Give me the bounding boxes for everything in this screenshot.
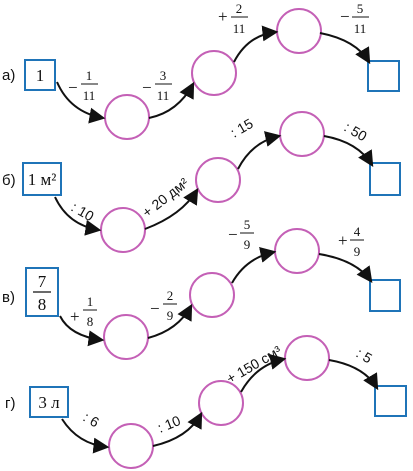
svg-text:+: +	[338, 231, 348, 250]
svg-text:9: 9	[244, 237, 251, 252]
svg-text:8: 8	[38, 295, 47, 314]
operation-label: : 5	[354, 345, 376, 367]
svg-text:−: −	[340, 7, 350, 26]
operation-label: + 150 см³	[224, 342, 285, 386]
answer-circle[interactable]	[191, 50, 237, 96]
row-label: б)	[2, 172, 16, 189]
row-label: а)	[2, 67, 15, 84]
operation-label: + 1 8	[70, 294, 97, 329]
operation-label: − 5 11	[340, 1, 369, 36]
answer-circle[interactable]	[189, 272, 235, 318]
start-value: 1	[36, 66, 45, 85]
arrow	[240, 354, 287, 393]
row-label: в)	[2, 289, 15, 306]
svg-text:11: 11	[354, 21, 367, 36]
operation-label: − 2 9	[150, 288, 177, 323]
arrow	[152, 411, 203, 447]
operation-label: − 5 9	[228, 217, 254, 252]
answer-circle[interactable]	[100, 207, 146, 253]
svg-text:4: 4	[354, 224, 361, 239]
operation-label: + 4 9	[338, 224, 364, 259]
svg-text:+: +	[218, 7, 228, 26]
arrow	[148, 81, 195, 119]
answer-circle[interactable]	[104, 94, 150, 140]
operation-label: + 20 дм²	[139, 174, 192, 220]
start-box	[29, 386, 69, 418]
svg-text:11: 11	[157, 88, 170, 103]
operation-label: + 2 11	[218, 1, 248, 36]
svg-text:−: −	[142, 78, 152, 97]
operation-label: − 1 11	[68, 68, 98, 103]
svg-text:9: 9	[354, 244, 361, 259]
arrow	[61, 418, 110, 454]
arrow	[56, 81, 106, 124]
arrow	[328, 359, 379, 391]
operation-label: : 10	[155, 412, 183, 436]
arrow	[233, 25, 279, 63]
answer-circle[interactable]	[108, 423, 154, 469]
arrow	[237, 131, 282, 170]
answer-box[interactable]	[369, 162, 401, 196]
operation-label: : 50	[342, 119, 370, 145]
row-a: а) 1 − 1 11 − 3 11 +	[2, 1, 400, 140]
arrow	[147, 303, 193, 339]
svg-text:−: −	[150, 299, 160, 318]
answer-box[interactable]	[367, 60, 400, 92]
svg-text:7: 7	[38, 272, 47, 291]
start-box	[24, 59, 56, 91]
start-value: 1 м²	[28, 170, 57, 189]
row-c: в) 7 8 + 1 8 − 2	[2, 217, 401, 360]
answer-circle[interactable]	[274, 228, 320, 274]
answer-circle[interactable]	[198, 380, 244, 426]
svg-text:5: 5	[357, 1, 364, 16]
arrow	[231, 247, 277, 284]
start-value: 7 8	[33, 272, 51, 314]
svg-text:2: 2	[167, 288, 174, 303]
svg-text:−: −	[228, 225, 238, 244]
svg-text:9: 9	[167, 308, 174, 323]
svg-text:11: 11	[233, 21, 246, 36]
start-value: 3 л	[38, 393, 60, 412]
svg-text:+: +	[70, 307, 80, 326]
operation-label: : 6	[81, 409, 103, 431]
svg-text:8: 8	[87, 314, 94, 329]
answer-box[interactable]	[369, 279, 401, 312]
operation-label: : 15	[228, 115, 256, 141]
arrow	[54, 196, 102, 236]
row-d: г) 3 л : 6 : 10 + 150 см³ : 5	[5, 335, 407, 469]
arrow	[319, 32, 371, 65]
start-box	[22, 162, 62, 196]
svg-text:3: 3	[160, 68, 167, 83]
answer-box[interactable]	[374, 385, 407, 417]
svg-text:2: 2	[236, 1, 243, 16]
svg-text:5: 5	[244, 217, 251, 232]
svg-text:1: 1	[87, 294, 94, 309]
arrow	[323, 135, 374, 168]
arrow	[318, 253, 373, 283]
operation-label: − 3 11	[142, 68, 172, 103]
arrow	[59, 315, 105, 347]
answer-circle[interactable]	[279, 111, 325, 157]
svg-text:1: 1	[86, 68, 93, 83]
row-label: г)	[5, 395, 15, 412]
svg-text:11: 11	[83, 88, 96, 103]
answer-circle[interactable]	[276, 8, 322, 54]
arrow	[144, 187, 199, 230]
answer-circle[interactable]	[103, 314, 149, 360]
answer-circle[interactable]	[195, 157, 241, 203]
answer-circle[interactable]	[284, 335, 330, 381]
svg-text:−: −	[68, 78, 78, 97]
